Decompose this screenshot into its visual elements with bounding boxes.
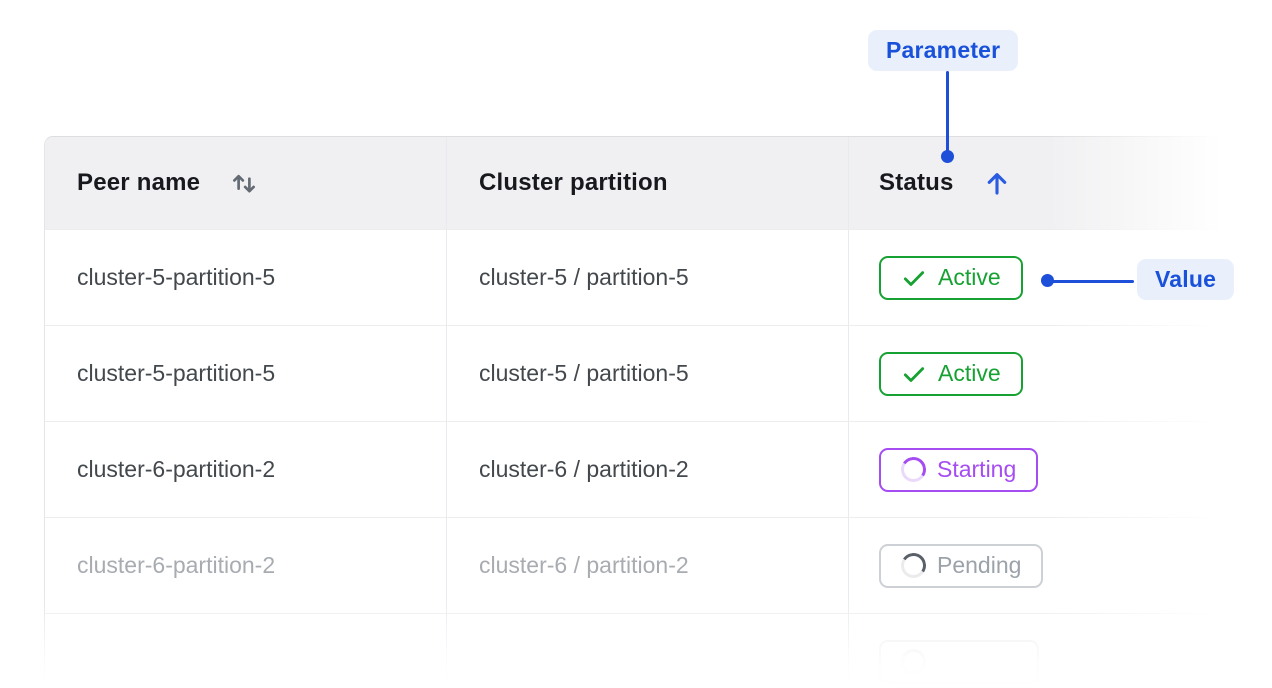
cluster-partition-text: cluster-6 / partition-2 xyxy=(479,456,689,482)
peer-name-text: cluster-6-partition-2 xyxy=(77,552,276,578)
cluster-partition-cell: cluster-5 / partition-5 xyxy=(447,326,849,421)
peers-table: Peer name Cluster partition Status xyxy=(44,136,1272,688)
cluster-partition-text: cluster-5 / partition-5 xyxy=(479,264,689,290)
peer-name-cell: cluster-5-partition-5 xyxy=(45,230,447,325)
table-header-row: Peer name Cluster partition Status xyxy=(45,137,1272,229)
parameter-callout-label: Parameter xyxy=(886,37,1001,63)
status-label: Pending xyxy=(937,552,1022,578)
peer-name-cell: cluster-6-partition-2 xyxy=(45,422,447,517)
sort-ascending-icon[interactable] xyxy=(982,167,1012,199)
spinner-icon xyxy=(898,550,929,581)
status-badge-active: Active xyxy=(879,351,1023,396)
column-header-label: Peer name xyxy=(77,169,201,196)
status-label: Active xyxy=(938,264,1001,290)
cluster-partition-text: cluster-5 / partition-5 xyxy=(479,360,689,386)
table-row: cluster-6-partition-2 cluster-6 / partit… xyxy=(45,421,1272,517)
status-cell: Active xyxy=(849,326,1272,421)
spinner-icon xyxy=(898,646,929,677)
status-label: Starting xyxy=(937,456,1017,482)
status-badge-ghost xyxy=(879,639,1039,684)
peer-name-text: cluster-6-partition-2 xyxy=(77,456,276,482)
peer-name-cell: cluster-6-partition-2 xyxy=(45,518,447,613)
cluster-partition-text: cluster-6 / partition-2 xyxy=(479,552,689,578)
peer-name-cell xyxy=(45,614,447,688)
column-header-status[interactable]: Status xyxy=(849,137,1272,229)
status-badge-starting: Starting xyxy=(879,447,1039,492)
column-header-label: Cluster partition xyxy=(479,169,668,196)
status-badge-pending: Pending xyxy=(879,543,1044,588)
status-cell xyxy=(849,614,1272,688)
table-row: cluster-5-partition-5 cluster-5 / partit… xyxy=(45,229,1272,325)
peer-name-cell: cluster-5-partition-5 xyxy=(45,326,447,421)
parameter-callout: Parameter xyxy=(868,30,1019,71)
check-icon xyxy=(903,270,925,286)
status-badge-active: Active xyxy=(879,255,1023,300)
spinner-icon xyxy=(898,454,929,485)
table-row-partial xyxy=(45,613,1272,688)
column-header-label: Status xyxy=(879,169,954,196)
column-header-cluster-partition: Cluster partition xyxy=(447,137,849,229)
check-icon xyxy=(903,366,925,382)
status-label: Active xyxy=(938,360,1001,386)
column-header-peer-name[interactable]: Peer name xyxy=(45,137,447,229)
cluster-partition-cell: cluster-5 / partition-5 xyxy=(447,230,849,325)
status-cell: Starting xyxy=(849,422,1272,517)
cluster-partition-cell xyxy=(447,614,849,688)
status-cell: Active xyxy=(849,230,1272,325)
status-cell: Pending xyxy=(849,518,1272,613)
cluster-partition-cell: cluster-6 / partition-2 xyxy=(447,422,849,517)
sort-up-down-icon[interactable] xyxy=(226,166,262,200)
peer-name-text: cluster-5-partition-5 xyxy=(77,264,276,290)
cluster-partition-cell: cluster-6 / partition-2 xyxy=(447,518,849,613)
peer-name-text: cluster-5-partition-5 xyxy=(77,360,276,386)
table-row: cluster-6-partition-2 cluster-6 / partit… xyxy=(45,517,1272,613)
table-row: cluster-5-partition-5 cluster-5 / partit… xyxy=(45,325,1272,421)
